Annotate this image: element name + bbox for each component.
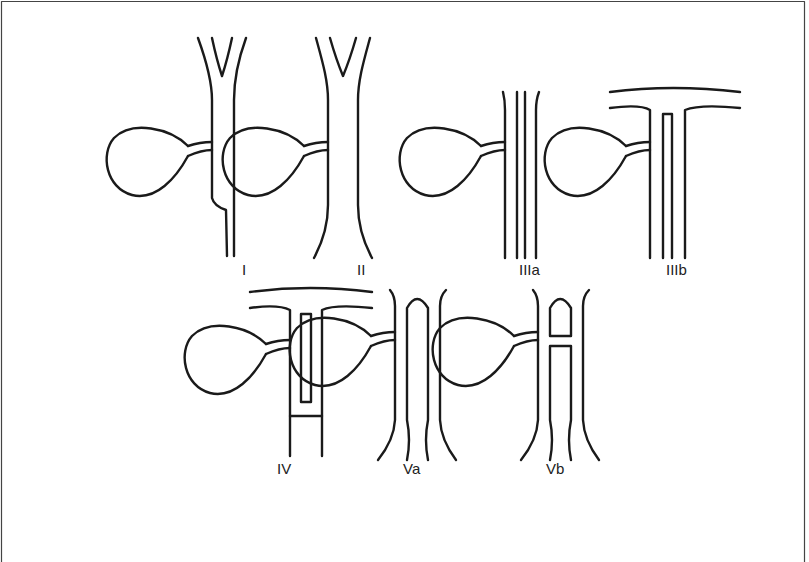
type-vb-figure — [433, 290, 599, 460]
type-ii-figure — [223, 38, 372, 258]
type-iv-figure — [185, 288, 372, 456]
type-label: IIIb — [666, 262, 687, 277]
type-label: II — [357, 262, 365, 277]
type-label: Va — [403, 461, 420, 476]
type-label: I — [242, 262, 246, 277]
type-label: IV — [277, 461, 291, 476]
type-label: Vb — [546, 461, 564, 476]
type-va-figure — [290, 290, 456, 460]
type-label: IIIa — [519, 262, 540, 277]
type-iiia-figure — [400, 92, 539, 258]
type-iiib-figure — [545, 88, 740, 258]
